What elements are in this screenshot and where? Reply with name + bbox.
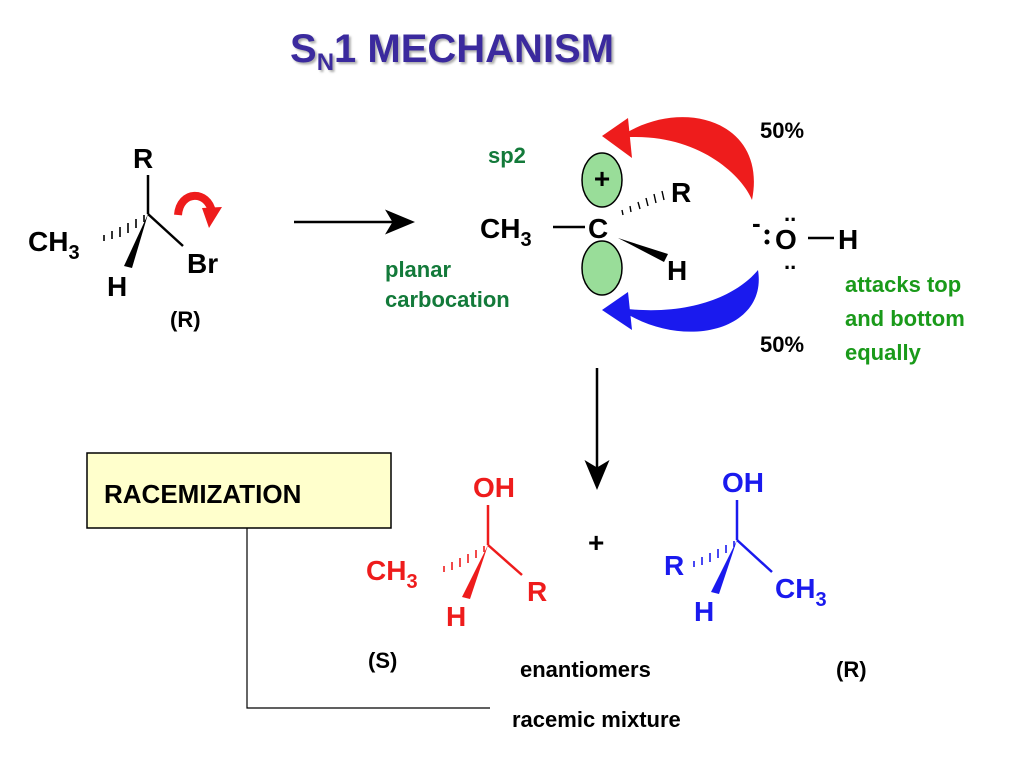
page-title: SN1 MECHANISM <box>290 27 614 76</box>
racemization-box <box>86 452 392 529</box>
product-s-r-label: R <box>527 576 547 607</box>
carbocation-label: carbocation <box>385 287 510 312</box>
reactant-br-label: Br <box>187 248 218 279</box>
product-r-config-label: (R) <box>836 657 867 682</box>
curved-arrow-icon <box>174 191 216 216</box>
product-s-methyl: CH3 <box>366 555 418 593</box>
negative-charge: - <box>752 208 761 238</box>
lone-pair-bottom: .. <box>784 249 796 274</box>
sp2-label: sp2 <box>488 143 526 168</box>
product-s-h-label: H <box>446 601 466 632</box>
top-attack-arrow-icon <box>618 117 754 200</box>
product-s-wedge-bond <box>462 545 488 599</box>
product-r-h-label: H <box>694 596 714 627</box>
product-s-config-label: (S) <box>368 648 397 673</box>
top-attack-arrowhead-icon <box>602 118 632 158</box>
carbocation-methyl: CH3 <box>480 213 532 251</box>
lone-pair-top: .. <box>784 201 796 226</box>
title-rest: 1 MECHANISM <box>334 27 614 71</box>
p-orbital-top-lobe <box>581 152 623 208</box>
product-r-r-label: R <box>664 550 684 581</box>
carbocation-hashed-bond <box>621 190 665 216</box>
p-orbital-bottom-lobe <box>581 240 623 296</box>
product-r-molecule: OH R H CH3 (R) <box>664 467 867 682</box>
reactant-br-bond <box>147 213 184 247</box>
carbocation-wedge-bond <box>618 238 668 262</box>
title-n-subscript: N <box>317 49 334 76</box>
product-r-wedge-bond <box>711 540 737 594</box>
positive-charge: + <box>594 163 610 194</box>
bottom-percent: 50% <box>760 332 804 357</box>
reactant-wedge-bond <box>124 214 148 268</box>
product-s-r-bond <box>487 544 523 576</box>
and-bottom-label: and bottom <box>845 306 965 331</box>
reactant-methyl: CH3 <box>28 226 80 264</box>
reactant-molecule: R CH3 H Br (R) <box>28 143 222 332</box>
enantiomers-label: enantiomers <box>520 657 651 682</box>
product-r-oh-label: OH <box>722 467 764 498</box>
lone-pair-left-dot <box>764 229 770 235</box>
attacks-top-label: attacks top <box>845 272 961 297</box>
title-s: S <box>290 27 317 71</box>
curved-arrowhead-icon <box>202 207 222 228</box>
reactant-h-label: H <box>107 271 127 302</box>
product-r-ch3-bond <box>736 539 773 573</box>
bottom-attack-arrow-icon <box>618 270 759 332</box>
lone-pair-left-dot <box>764 239 770 245</box>
plus-sign: + <box>588 527 604 558</box>
product-s-hashed-bond <box>443 546 485 572</box>
product-r-methyl: CH3 <box>775 573 827 611</box>
carbocation-h-label: H <box>667 255 687 286</box>
racemic-mixture-label: racemic mixture <box>512 707 681 732</box>
hydroxide-nucleophile: - .. O .. H <box>752 201 858 274</box>
product-s-molecule: OH CH3 H R (S) <box>366 472 547 673</box>
reactant-config-label: (R) <box>170 307 201 332</box>
oxygen-label: O <box>775 224 797 255</box>
product-s-oh-label: OH <box>473 472 515 503</box>
reactant-hashed-bond <box>103 215 145 241</box>
planar-label: planar <box>385 257 451 282</box>
top-percent: 50% <box>760 118 804 143</box>
carbocation-r-label: R <box>671 177 691 208</box>
racemization-label: RACEMIZATION <box>104 479 301 509</box>
reactant-r-label: R <box>133 143 153 174</box>
hydroxide-h-label: H <box>838 224 858 255</box>
bracket-connector <box>246 528 490 709</box>
carbocation: sp2 + CH3 C R H planar carbocation <box>385 143 691 312</box>
bottom-attack-arrowhead-icon <box>602 292 632 330</box>
equally-label: equally <box>845 340 922 365</box>
carbocation-center-c: C <box>588 213 608 244</box>
